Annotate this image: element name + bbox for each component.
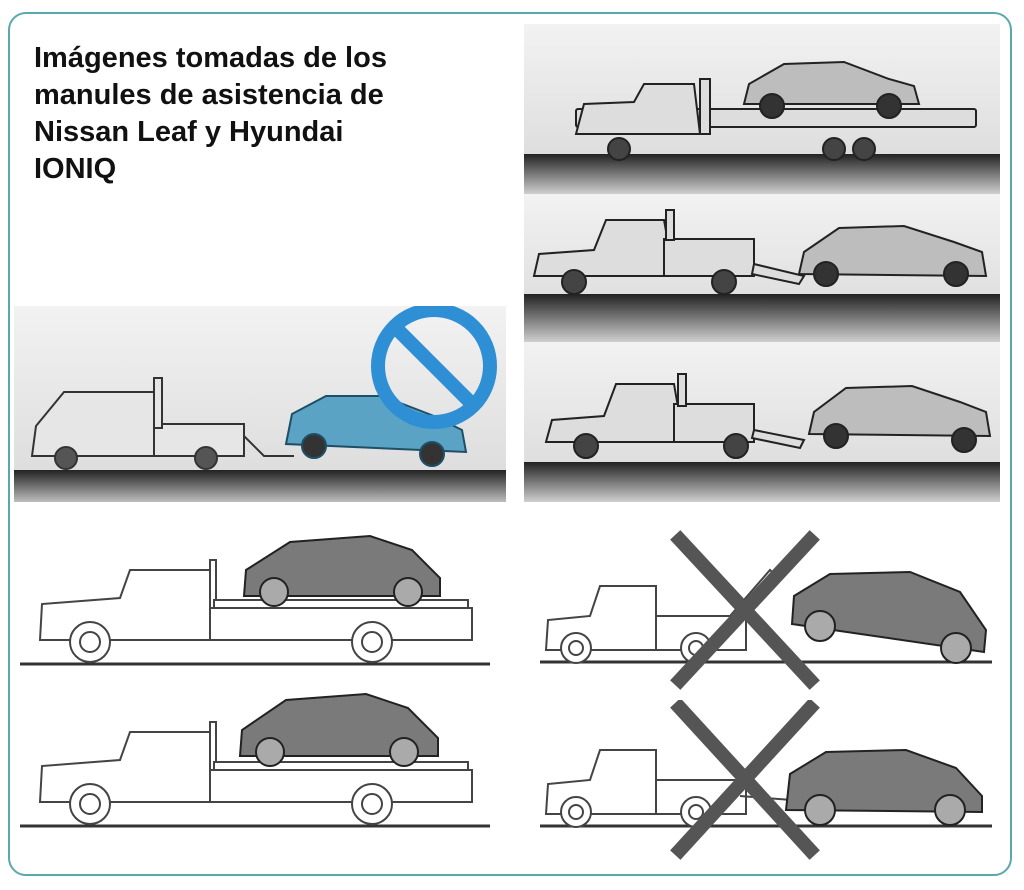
car (797, 224, 988, 287)
x-mark (670, 700, 820, 860)
tow-truck (30, 377, 294, 470)
panel-hyundai-tow-prohibited (14, 306, 506, 502)
car (238, 692, 439, 767)
x-mark (670, 530, 820, 690)
car (790, 570, 988, 664)
tow-truck (544, 373, 806, 459)
panel-hyundai-dolly-2 (524, 342, 1000, 502)
car (807, 384, 992, 453)
caption-line: Imágenes tomadas de los (34, 42, 387, 74)
figure-caption: Imágenes tomadas de los manules de asist… (34, 40, 504, 188)
caption-line: Nissan Leaf y Hyundai (34, 116, 344, 148)
figure-frame (8, 12, 1012, 876)
panel-nissan-flatbed-2 (20, 686, 500, 832)
tow-truck (38, 721, 473, 825)
car (742, 60, 921, 119)
car (284, 395, 468, 467)
panel-nissan-lift-rear-prohibited (530, 520, 1000, 690)
caption-line: manules de asistencia de (34, 79, 384, 111)
panel-hyundai-dolly-1 (524, 194, 1000, 342)
panel-nissan-flatbed-1 (20, 520, 500, 670)
panel-nissan-lift-front-prohibited (530, 700, 1000, 860)
car (784, 748, 983, 826)
panel-hyundai-flatbed (524, 24, 1000, 194)
tow-truck (38, 559, 473, 663)
caption-line: IONIQ (34, 153, 117, 185)
tow-truck (532, 209, 806, 295)
prohibition-sign (371, 306, 497, 429)
car (242, 534, 441, 607)
